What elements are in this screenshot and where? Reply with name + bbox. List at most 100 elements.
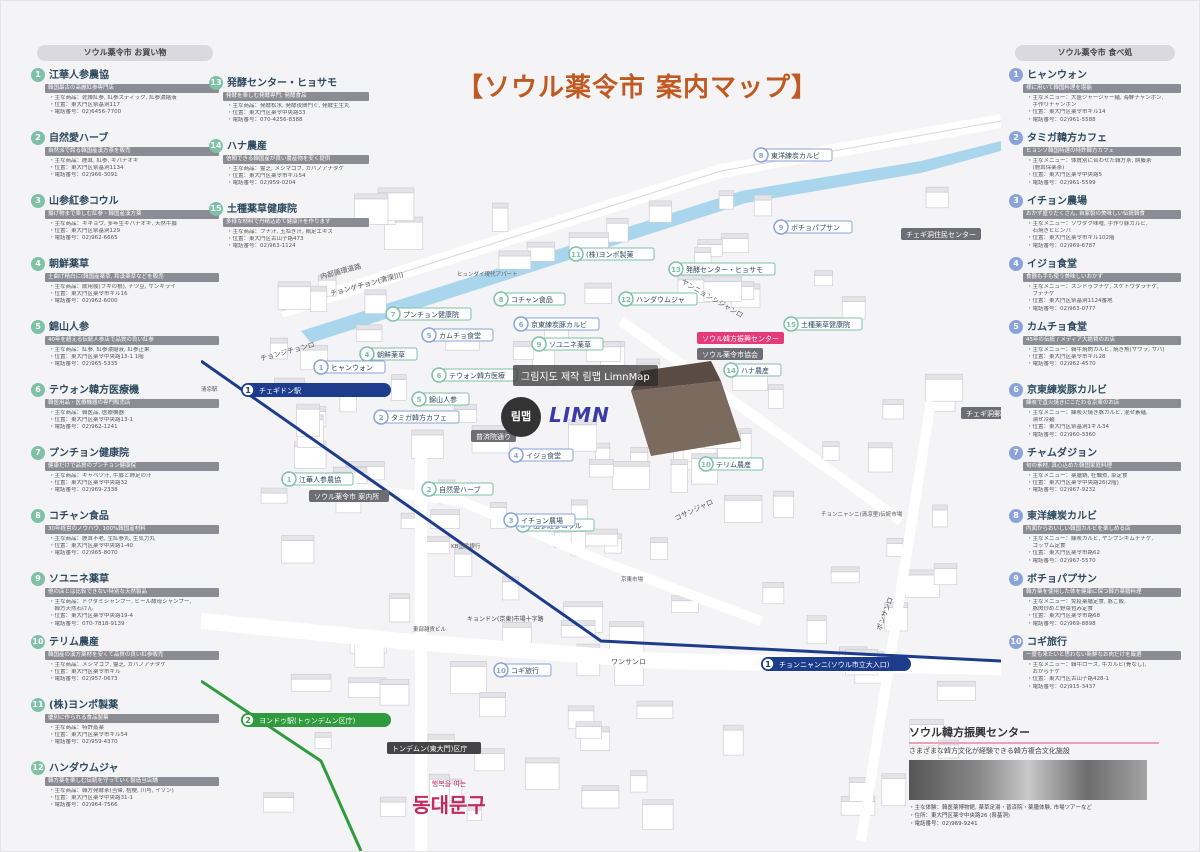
station-line-number: [241, 713, 255, 727]
building: [936, 680, 976, 701]
building: [429, 773, 450, 803]
shop-item-detail: ・電話番号：02)966-3091: [49, 172, 118, 179]
shop-item-detail: ・位置：東大門区薬令中央路31-1: [49, 795, 133, 802]
place-label: ソウル薬令市協会: [697, 348, 763, 360]
place-label: チェギ洞住民センター: [901, 228, 981, 240]
station-line-text: 2: [245, 716, 251, 725]
svg-text:普済院通り: 普済院通り: [476, 432, 511, 441]
shop-item-detail: ・位置：東大門区祭基洞117: [49, 102, 120, 109]
map-callout-number: 13: [671, 266, 681, 274]
restaurant-item-number: 7: [1009, 446, 1023, 460]
shop-item-detail: ・位置：東大門区薬令市ギル54: [227, 173, 306, 180]
shop-item-tagline: 40年を超える伝統人参店で品質の良い紅参: [45, 336, 219, 346]
restaurant-item-detail: ・位置：東大門区古山子路428-1: [1027, 676, 1109, 683]
svg-text:ソウル薬令市 案内所: ソウル薬令市 案内所: [314, 492, 379, 501]
shop-item-tagline: 30年経営のノウハウ, 100%韓国産材料: [45, 525, 219, 535]
restaurant-item-tagline: 旬の素材, 真心込めた韓国家庭料理: [1023, 462, 1181, 472]
shop-item-name: 江華人参農協: [49, 69, 109, 81]
restaurant-item-detail: ・主なメニュー：免疫薬膳定食, 豚ご飯,: [1027, 599, 1126, 606]
restaurant-item-tagline: 一度も来たいと思わない新鮮なお肉だけを厳選: [1023, 651, 1181, 661]
restaurant-item-detail: ・主なメニュー：韓牛ロース, 牛カルビ(骨なし),: [1027, 662, 1147, 669]
illustrated-map[interactable]: 内部循環道路 ワンサンロ コサンジャロ ヤンニョンシジャンロ ポンサンロ チョン…: [201, 61, 1001, 851]
city-blocks: [260, 186, 976, 830]
station-name: チョンニャンニ(ソウル市立大入口): [779, 660, 890, 669]
shop-item-name: 自然愛ハーブ: [49, 132, 109, 144]
shop-item-name: 朝鮮薬草: [49, 258, 89, 270]
shop-item-number: 11: [31, 698, 45, 712]
building: [525, 757, 560, 790]
building: [589, 459, 614, 478]
restaurant-item-tagline: 食器も手も使う美味しいおかず: [1023, 273, 1181, 283]
shop-item-name: ハンダウムジャ: [49, 762, 119, 774]
watermark-logo-circle: 림맵: [501, 397, 541, 437]
shop-item-detail: ・主な商品：霊芝, メシマコブ, カバノアナタケ: [227, 166, 344, 173]
map-callout-number: 11: [571, 251, 581, 259]
shop-item[interactable]: 11(株)ヨンポ製薬優別に作られる食品製菓・主な商品：特許蒸薬・位置：東大門区薬…: [31, 697, 219, 755]
shop-callouts[interactable]: 1江華人参農協2自然愛ハーブ3山参紅参コウル4朝鮮薬草5錦山人参6テウォン韓方医…: [281, 147, 863, 678]
building: [909, 719, 944, 747]
restaurant-item-name: カムチョ食堂: [1027, 321, 1087, 333]
map-callout-label: 土種薬草健康院: [801, 320, 850, 329]
restaurant-item-detail: ・主なメニュー：練炭カルビ, ヤンプンキムチチゲ,: [1027, 536, 1154, 543]
building: [762, 581, 785, 605]
building: [886, 538, 904, 557]
shop-item-detail: ・電話番号：02)959-4370: [49, 739, 118, 746]
map-callout[interactable]: 11(株)ヨンポ製薬: [568, 246, 655, 262]
